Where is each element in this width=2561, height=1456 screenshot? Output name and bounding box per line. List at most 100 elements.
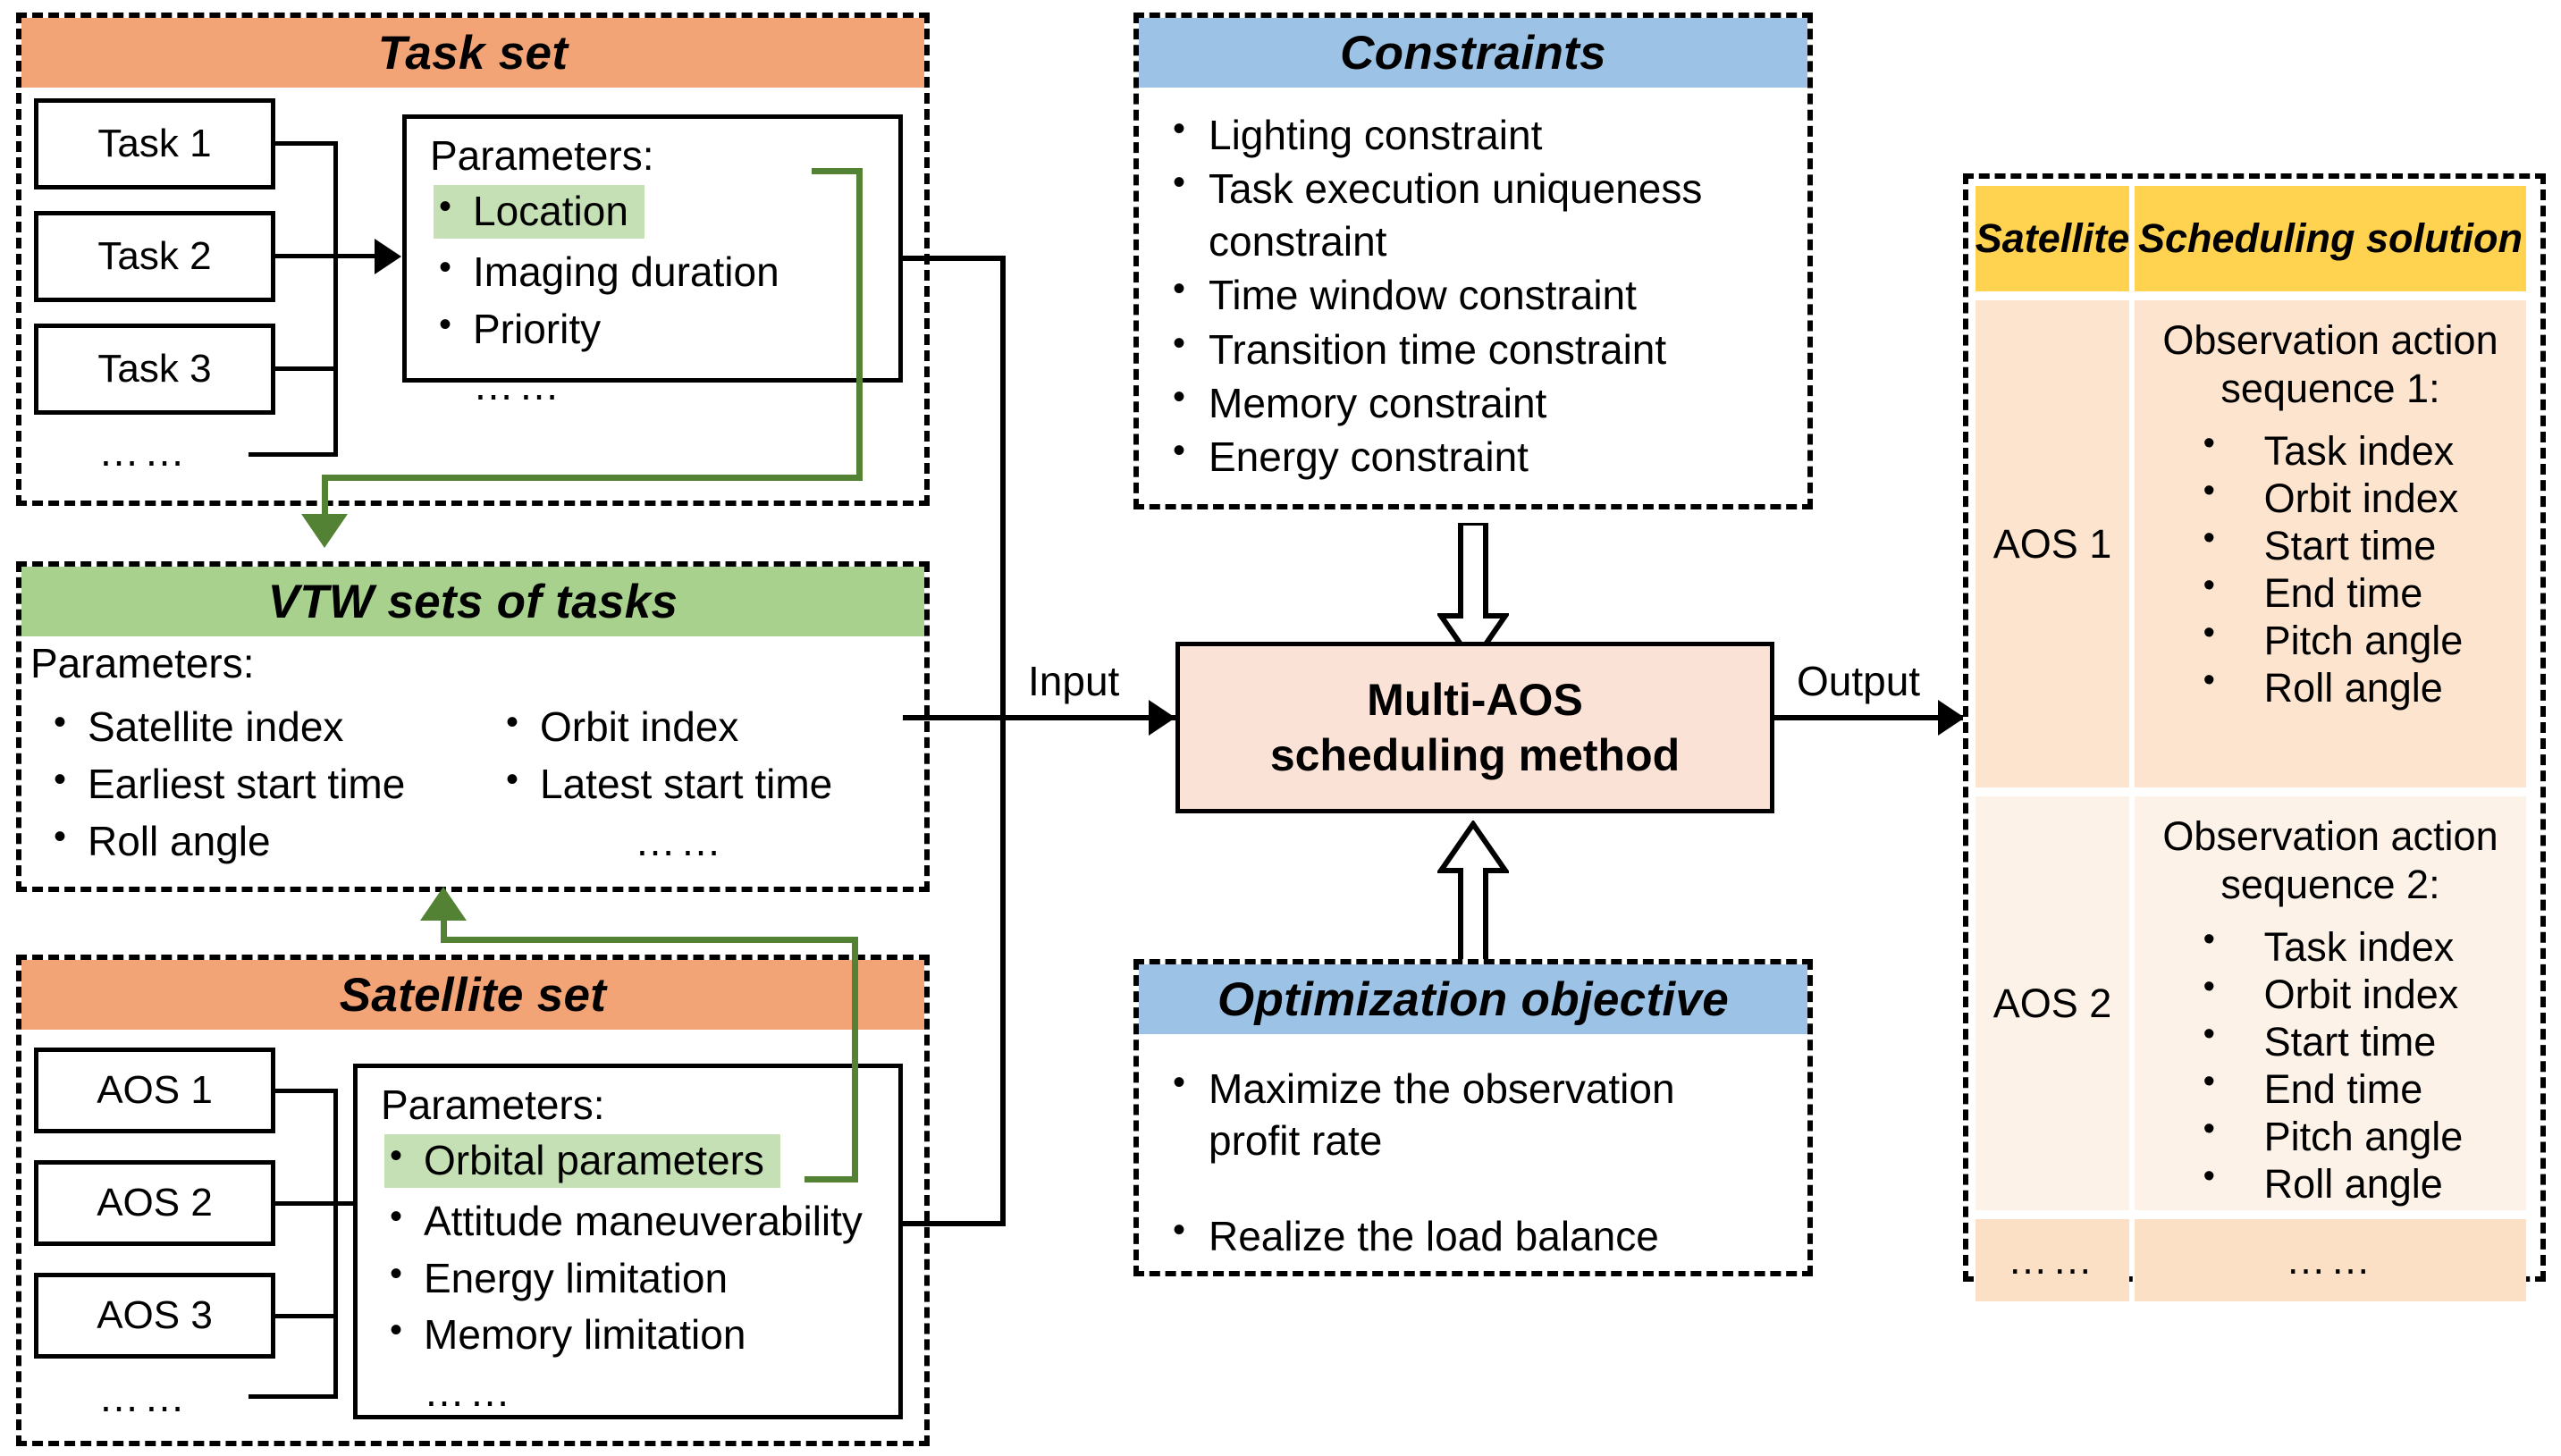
green-arrow-to-vtw-up-icon bbox=[420, 887, 467, 921]
method-box-label: Multi-AOS scheduling method bbox=[1270, 672, 1680, 784]
sat-tree-spine bbox=[333, 1089, 338, 1399]
task-param-priority: Priority bbox=[434, 301, 898, 357]
satellite-param-orbital-parameters: Orbital parameters bbox=[384, 1132, 780, 1188]
task-tree-to-params bbox=[333, 254, 376, 258]
task-parameters-list: Location Imaging duration Priority …… bbox=[407, 181, 898, 413]
row-1-fields: Task index Orbit index Start time End ti… bbox=[2198, 424, 2464, 712]
green-conn-sat-v1 bbox=[852, 937, 858, 1182]
satellite-item-2[interactable]: AOS 2 bbox=[34, 1160, 275, 1246]
row-gap-3c bbox=[2135, 1210, 2526, 1219]
constraint-transition-time: Transition time constraint bbox=[1169, 321, 1807, 375]
satellite-parameters-label: Parameters: bbox=[381, 1081, 605, 1128]
objective-load-balance: Realize the load balance bbox=[1169, 1208, 1807, 1262]
optimization-objective-panel: Optimization objective Maximize the obse… bbox=[1133, 959, 1813, 1276]
task-item-1-label: Task 1 bbox=[97, 122, 212, 165]
constraints-title: Constraints bbox=[1139, 18, 1807, 88]
input-label: Input bbox=[1028, 658, 1120, 704]
table-header-satellite: Satellite bbox=[1976, 186, 2129, 291]
row-2-field-pitch-angle: Pitch angle bbox=[2198, 1109, 2464, 1160]
row-1-field-orbit-index: Orbit index bbox=[2198, 471, 2464, 522]
vtw-parameters-label: Parameters: bbox=[30, 640, 255, 686]
vtw-param-earliest-start-time: Earliest start time bbox=[48, 756, 405, 812]
satellite-param-energy-limitation: Energy limitation bbox=[384, 1250, 898, 1306]
task-parameters-box: Parameters: Location Imaging duration Pr… bbox=[402, 114, 903, 408]
task-tree-arrow bbox=[375, 239, 401, 274]
task-items-ellipsis: …… bbox=[98, 428, 190, 475]
row-2-field-task-index: Task index bbox=[2198, 920, 2464, 971]
method-line-2: scheduling method bbox=[1269, 730, 1681, 780]
method-line-1: Multi-AOS bbox=[1367, 674, 1583, 725]
constraint-task-execution-uniqueness: Task execution uniqueness constraint bbox=[1169, 160, 1745, 267]
satellite-set-title: Satellite set bbox=[21, 960, 924, 1030]
scheduling-solution-grid: Satellite Scheduling solution AOS 1 Obse… bbox=[1976, 186, 2533, 1301]
green-arrow-to-vtw-icon bbox=[301, 514, 348, 548]
table-row-3-satellite: …… bbox=[1976, 1219, 2129, 1301]
satellite-items-ellipsis: …… bbox=[98, 1374, 190, 1420]
satellite-item-1[interactable]: AOS 1 bbox=[34, 1048, 275, 1133]
task-item-2[interactable]: Task 2 bbox=[34, 211, 275, 302]
task-param-imaging-duration: Imaging duration bbox=[434, 244, 898, 299]
row-2-fields: Task index Orbit index Start time End ti… bbox=[2198, 920, 2464, 1208]
input-conn-spine bbox=[1000, 256, 1006, 1226]
green-conn-sat-h1 bbox=[441, 937, 858, 943]
row-2-field-start-time: Start time bbox=[2198, 1014, 2464, 1065]
task-item-3[interactable]: Task 3 bbox=[34, 324, 275, 415]
vtw-param-latest-start-time: Latest start time bbox=[501, 756, 832, 812]
row-1-field-task-index: Task index bbox=[2198, 424, 2464, 475]
input-conn-sat-stub bbox=[903, 1221, 1006, 1226]
satellite-item-1-label: AOS 1 bbox=[97, 1068, 213, 1112]
constraints-to-method-arrow-icon bbox=[1437, 523, 1509, 666]
task-item-1[interactable]: Task 1 bbox=[34, 98, 275, 189]
constraint-energy: Energy constraint bbox=[1169, 428, 1807, 483]
input-conn-horizontal bbox=[1000, 715, 1179, 720]
row-1-field-roll-angle: Roll angle bbox=[2198, 661, 2464, 711]
task-tree-stub-4 bbox=[249, 452, 338, 457]
green-conn-sat-v2 bbox=[441, 916, 447, 943]
vtw-param-satellite-index: Satellite index bbox=[48, 699, 405, 754]
task-tree-stub-2 bbox=[275, 254, 338, 258]
task-tree-stub-1 bbox=[275, 141, 338, 146]
output-arrow-icon bbox=[1938, 700, 1965, 736]
green-conn-task-v2 bbox=[322, 475, 328, 518]
vtw-param-roll-angle: Roll angle bbox=[48, 813, 405, 869]
table-row-1-satellite: AOS 1 bbox=[1976, 300, 2129, 787]
green-conn-task-v1 bbox=[856, 168, 863, 481]
green-conn-task-stub bbox=[812, 168, 863, 174]
constraint-memory: Memory constraint bbox=[1169, 375, 1807, 429]
task-parameters-ellipsis: …… bbox=[473, 362, 564, 409]
task-parameters-label: Parameters: bbox=[430, 132, 654, 179]
input-conn-vtw-stub bbox=[903, 715, 1006, 720]
row-1-field-pitch-angle: Pitch angle bbox=[2198, 613, 2464, 664]
vtw-set-title: VTW sets of tasks bbox=[21, 567, 924, 636]
scheduling-solution-table: Satellite Scheduling solution AOS 1 Obse… bbox=[1963, 173, 2546, 1301]
method-box[interactable]: Multi-AOS scheduling method bbox=[1175, 642, 1774, 813]
row-1-field-start-time: Start time bbox=[2198, 518, 2464, 569]
satellite-param-memory-limitation: Memory limitation bbox=[384, 1307, 898, 1362]
table-row-3-solution: …… bbox=[2135, 1219, 2526, 1301]
row-gap-2c bbox=[2135, 787, 2526, 796]
task-set-title: Task set bbox=[21, 18, 924, 88]
optimization-objective-list: Maximize the observation profit rate Rea… bbox=[1139, 1060, 1807, 1262]
table-header-scheduling-solution: Scheduling solution bbox=[2135, 186, 2526, 291]
row-2-field-roll-angle: Roll angle bbox=[2198, 1157, 2464, 1208]
task-tree-stub-3 bbox=[275, 366, 338, 371]
row-1-sequence-title: Observation action sequence 1: bbox=[2162, 317, 2498, 411]
satellite-parameters-box: Parameters: Orbital parameters Attitude … bbox=[353, 1064, 903, 1419]
satellite-parameters-list: Orbital parameters Attitude maneuverabil… bbox=[358, 1131, 898, 1419]
satellite-item-2-label: AOS 2 bbox=[97, 1181, 213, 1225]
constraints-panel: Constraints Lighting constraint Task exe… bbox=[1133, 13, 1813, 509]
vtw-parameters-left: Satellite index Earliest start time Roll… bbox=[21, 697, 405, 871]
row-gap-2a bbox=[1976, 787, 2129, 796]
row-gap-1c bbox=[2135, 291, 2526, 300]
sat-tree-stub-3 bbox=[275, 1314, 338, 1318]
green-conn-sat-stub bbox=[805, 1176, 858, 1182]
sat-tree-stub-4 bbox=[249, 1394, 338, 1399]
task-item-3-label: Task 3 bbox=[97, 347, 212, 391]
satellite-item-3-label: AOS 3 bbox=[97, 1293, 213, 1337]
satellite-param-attitude-maneuverability: Attitude maneuverability bbox=[384, 1193, 898, 1249]
sat-tree-stub-2 bbox=[275, 1201, 338, 1206]
output-conn-line bbox=[1774, 715, 1967, 720]
output-label: Output bbox=[1797, 658, 1921, 704]
satellite-item-3[interactable]: AOS 3 bbox=[34, 1273, 275, 1359]
row-1-field-end-time: End time bbox=[2198, 566, 2464, 617]
